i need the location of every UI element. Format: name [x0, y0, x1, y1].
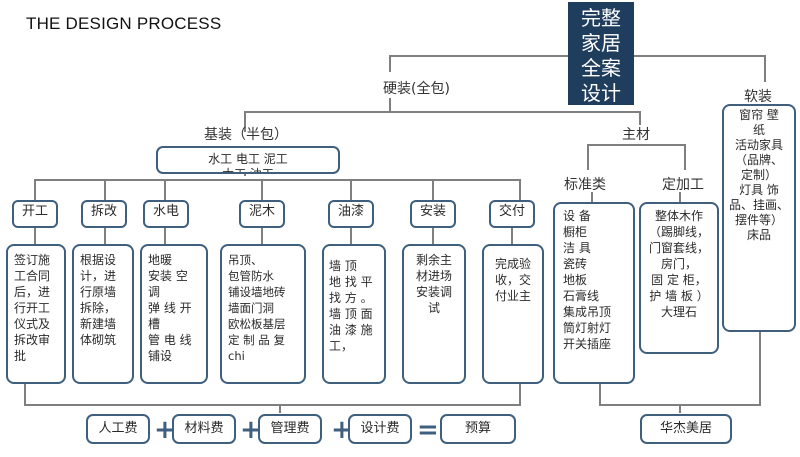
- hard-decoration-label: 硬装(全包): [383, 81, 450, 97]
- step-masonry-carpentry-details: 吊顶、 包管防水 铺设墙地砖 墙面门洞 欧松板基层 定 制 品 复 chi: [220, 244, 306, 384]
- step-delivery-details: 完成验 收，交 付业主: [482, 244, 544, 384]
- step-plumbing-electrical-details: 地暖 安装 空 调 弹 线 开 槽 管 电 线 铺设: [140, 244, 208, 384]
- custom-processing-details: 整体木作 （踢脚线， 门窗套线， 房门， 固 定 柜， 护 墙 板 ） 大理石: [639, 202, 719, 354]
- step-painting: 油漆: [328, 200, 374, 228]
- plus-sign: +: [240, 415, 262, 445]
- soft-decoration-details: 窗帘 壁 纸 活动家具 （品牌、 定制） 灯具 饰 品、挂画、 摆件等） 床品: [722, 104, 796, 332]
- main-node-full-home-design: 完整 家居 全案 设计: [568, 2, 634, 105]
- budget-box: 预算: [440, 414, 516, 444]
- material-cost-box: 材料费: [172, 414, 236, 444]
- step-installation-details: 剩余主 材进场 安装调 试: [402, 244, 466, 384]
- basic-trades-box: 水工 电工 泥工 木工 油工: [156, 146, 340, 174]
- step-painting-details: 墙 顶 地 找 平 找 方 。 墙 顶 面 油 漆 施 工，: [322, 244, 386, 384]
- soft-decoration-label: 软装: [744, 89, 772, 105]
- labor-cost-box: 人工费: [86, 414, 150, 444]
- step-delivery: 交付: [489, 200, 535, 228]
- plus-sign: +: [331, 415, 353, 445]
- step-installation: 安装: [410, 200, 456, 228]
- step-demolition-details: 根据设 计，进 行原墙 拆除， 新建墙 体砌筑: [72, 244, 134, 384]
- step-start-details: 签订施 工合同 后，进 行开工 仪式及 拆改审 批: [6, 244, 66, 384]
- page-title: THE DESIGN PROCESS: [26, 14, 222, 33]
- equals-sign: =: [417, 415, 439, 445]
- step-start: 开工: [12, 200, 58, 228]
- management-cost-box: 管理费: [258, 414, 322, 444]
- standard-category-label: 标准类: [564, 177, 606, 193]
- basic-decoration-label: 基装（半包）: [204, 127, 288, 143]
- step-masonry-carpentry: 泥木: [239, 200, 285, 228]
- plus-sign: +: [154, 415, 176, 445]
- custom-processing-label: 定加工: [662, 177, 704, 193]
- standard-category-details: 设 备 橱柜 洁 具 瓷砖 地板 石膏线 集成吊顶 筒灯射灯 开关插座: [553, 202, 635, 384]
- design-fee-box: 设计费: [348, 414, 412, 444]
- step-demolition: 拆改: [81, 200, 127, 228]
- main-material-label: 主材: [622, 127, 650, 143]
- step-plumbing-electrical: 水电: [143, 200, 189, 228]
- brand-box: 华杰美居: [640, 414, 732, 444]
